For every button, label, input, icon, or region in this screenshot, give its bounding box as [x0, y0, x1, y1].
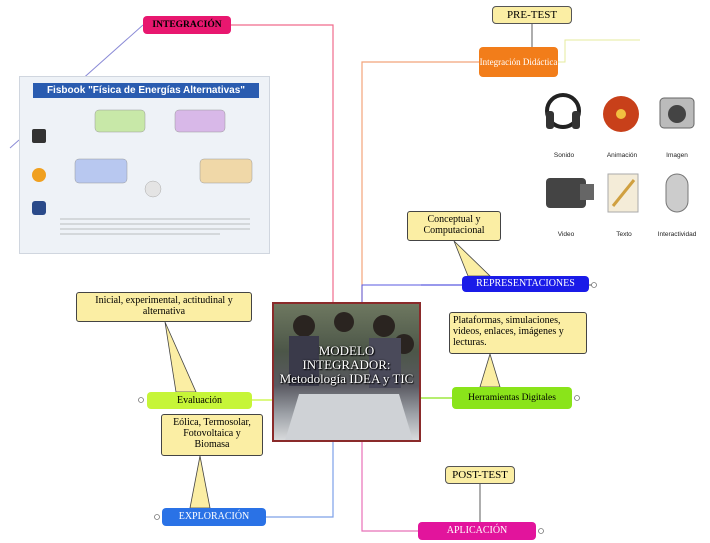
posttest-node[interactable]: POST-TEST [445, 466, 515, 484]
video-camera-icon [546, 178, 594, 208]
aplicacion-node[interactable]: APLICACIÓN [418, 522, 536, 540]
mouse-icon [665, 173, 689, 213]
evaluacion-node[interactable]: Evaluación [147, 392, 252, 409]
central-topic-label: MODELO INTEGRADOR: Metodología IDEA y TI… [279, 343, 414, 386]
pretest-node[interactable]: PRE-TEST [492, 6, 572, 24]
media-label-texto: Texto [616, 231, 632, 238]
exploracion-node[interactable]: EXPLORACIÓN [162, 508, 266, 526]
media-label-animacion: Animación [606, 152, 638, 159]
representaciones-node[interactable]: REPRESENTACIONES [462, 276, 589, 292]
eolica-callout[interactable]: Eólica, Termosolar, Fotovoltaica y Bioma… [161, 414, 263, 456]
media-label-video: Video [557, 231, 575, 238]
inicial-callout[interactable]: Inicial, experimental, actitudinal y alt… [76, 292, 252, 322]
central-topic-node[interactable]: MODELO INTEGRADOR: Metodología IDEA y TI… [272, 302, 421, 442]
integracion-node[interactable]: INTEGRACIÓN [143, 16, 231, 34]
students-photo [285, 312, 414, 440]
media-label-interactividad: Interactividad [657, 231, 697, 238]
poster-content [32, 109, 253, 235]
media-icons-image: Sonido Animación Imagen Video Texto Inte… [538, 86, 705, 244]
conceptual-callout[interactable]: Conceptual y Computacional [407, 211, 501, 241]
document-icon [607, 173, 639, 213]
fisbook-poster-image: Fisbook "Física de Energías Alternativas… [19, 76, 270, 254]
film-reel-icon [603, 96, 639, 132]
media-label-imagen: Imagen [666, 152, 688, 159]
plataformas-callout[interactable]: Plataformas, simulaciones, videos, enlac… [449, 312, 587, 354]
media-label-sonido: Sonido [553, 152, 575, 159]
poster-title: Fisbook "Física de Energías Alternativas… [33, 83, 259, 98]
camera-icon [659, 97, 695, 129]
integracion-didactica-node[interactable]: Integración Didáctica [479, 47, 558, 77]
headphones-icon [545, 93, 581, 129]
herramientas-digitales-node[interactable]: Herramientas Digitales [452, 387, 572, 409]
